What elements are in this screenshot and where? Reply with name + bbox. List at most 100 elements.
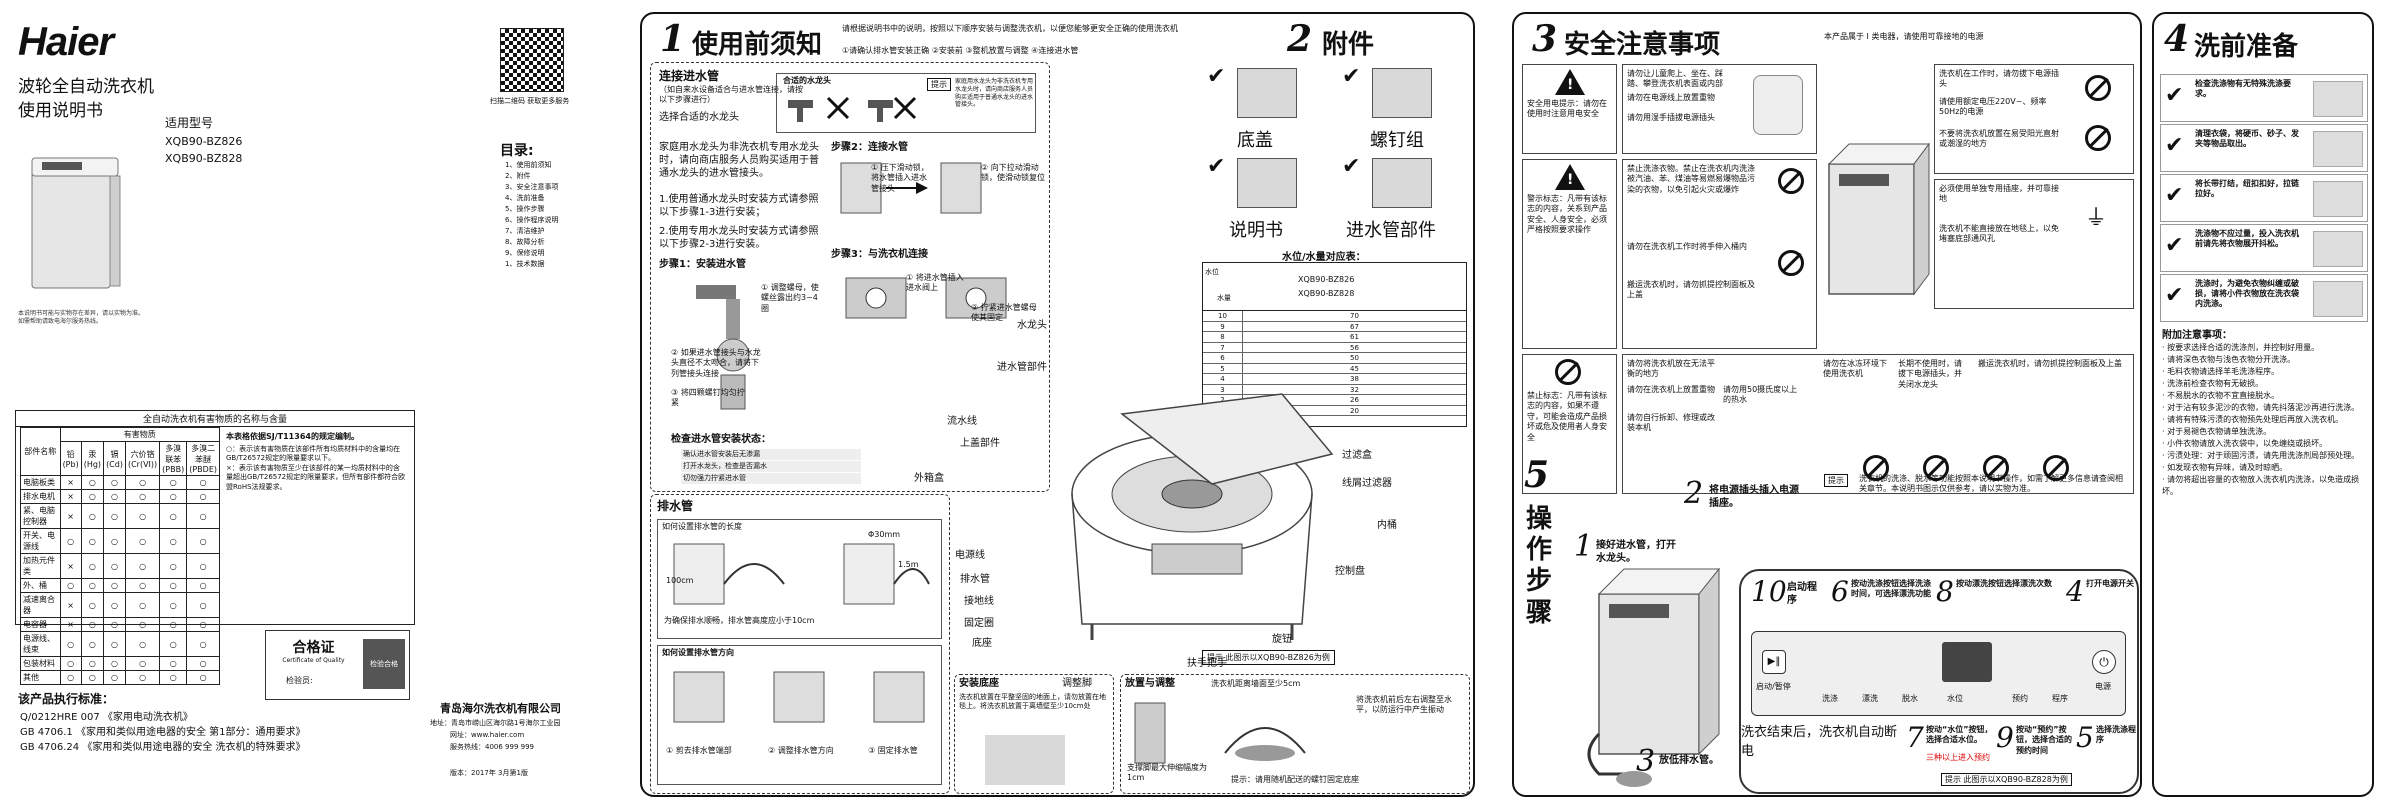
- toc-item[interactable]: 5、操作步骤: [505, 205, 545, 213]
- section4-panel: 4 洗前准备 ✔检查洗涤物有无特殊洗涤要求。✔清理衣袋，将硬币、砂子、发夹等物品…: [2152, 12, 2374, 797]
- hazard-part-cell: 电源线、线束: [20, 631, 61, 657]
- hazard-row: 减速离合器×○○○○○: [20, 592, 220, 618]
- tap-hint: 家庭用水龙头为非洗衣机专用水龙头时，请向商店服务人员购买适用于普通水龙头的进水管…: [955, 78, 1034, 109]
- check-title: 检查进水管安装状态：: [671, 434, 771, 445]
- extra-item: · 请将有特殊污渍的衣物预先处理后再放入洗衣机。: [2162, 415, 2344, 424]
- toc-item[interactable]: 8、故障分析: [505, 238, 545, 246]
- drain-length-box: 如何设置排水管的长度 100cm Φ30mm 1.5m 为确保排水顺畅，排水管高…: [657, 519, 942, 639]
- step2-title: 步骤2：连接水管: [831, 142, 908, 153]
- warning-icon: [1555, 164, 1585, 190]
- hazard-value-cell: ○: [103, 475, 126, 490]
- toc-item[interactable]: 4、洗前准备: [505, 194, 545, 202]
- toc-item[interactable]: 3、安全注意事项: [505, 183, 559, 191]
- panel-label-level[interactable]: 水位: [1947, 694, 1963, 703]
- section1-steps: ①请确认排水管安装正确 ②安装前 ③整机放置与调整 ④连接进水管: [842, 46, 1079, 55]
- qr-code-block[interactable]: [500, 28, 564, 92]
- panel-label-wash[interactable]: 洗涤: [1822, 694, 1838, 703]
- check-icon: ✔: [2165, 83, 2184, 108]
- panel-label-reserve[interactable]: 预约: [2012, 694, 2028, 703]
- label-fix-plate: 固定圈: [964, 618, 994, 629]
- label-outer-box: 外箱盒: [914, 473, 944, 484]
- water-volume-header: 水量: [1217, 294, 1231, 302]
- hazard-header: 六价铬(Cr(VI)): [124, 441, 161, 476]
- step10-text: 启动程序: [1787, 582, 1817, 606]
- hazard-table-frame: 全自动洗衣机有害物质的名称与含量 部件名称 有害物质 铅(Pb) 汞(Hg) 镉…: [15, 410, 415, 685]
- note: 不要将洗衣机放置在易受阳光直射或潮湿的地方: [1939, 129, 2059, 149]
- section3-5-panel: 3 安全注意事项 本产品属于 I 类电器，请使用可靠接地的电源 安全用电提示：请…: [1512, 12, 2142, 797]
- drain-length-illustration: [673, 543, 930, 605]
- section2-title: 附件: [1322, 30, 1375, 60]
- step5-text: 选择洗涤程序: [2096, 725, 2136, 745]
- panel-label-spin[interactable]: 脱水: [1902, 694, 1918, 703]
- hazard-header: 汞(Hg): [80, 441, 105, 476]
- accessory-label: 进水管部件: [1346, 220, 1436, 241]
- water-level-cell: 9: [1203, 321, 1243, 331]
- panel-label-rinse[interactable]: 漂洗: [1862, 694, 1878, 703]
- hazard-value-cell: ○: [159, 592, 188, 618]
- power-button[interactable]: ⏻: [2092, 650, 2116, 674]
- prep-item: ✔洗涤时，为避免衣物纠缠或破损，请将小件衣物放在洗衣袋内洗涤。: [2160, 274, 2368, 322]
- model-note-1: 提示 此图示以XQB90-BZ826为例: [1202, 650, 1335, 665]
- accessory-base: ✔ 底盖: [1207, 64, 1317, 154]
- section3-number: 3: [1532, 18, 1558, 60]
- model-note-text: 此图示以XQB90-BZ828为例: [1963, 775, 2068, 784]
- step1-title: 步骤1：安装进水管: [659, 259, 746, 270]
- hotline-label: 服务热线：: [450, 743, 485, 751]
- install-illustration: [985, 735, 1065, 785]
- toc-item[interactable]: 7、清洁维护: [505, 227, 545, 235]
- section1-2-panel: 1 使用前须知 请根据说明书中的说明，按照以下顺序安装与调整洗衣机，以便您能够更…: [640, 12, 1475, 797]
- hazard-value-cell: ○: [80, 578, 105, 593]
- label-power-cord: 电源线: [955, 550, 985, 561]
- hazard-value-cell: ○: [124, 553, 161, 579]
- water-level-cell: 8: [1203, 332, 1243, 342]
- hazard-value-cell: ×: [59, 553, 82, 579]
- start-pause-button[interactable]: ▶‖: [1762, 650, 1786, 674]
- note: 搬运洗衣机时，请勿抓提控制面板及上盖: [1627, 280, 1755, 300]
- toc-item[interactable]: 1、使用前须知: [505, 161, 552, 169]
- water-volume-cell: 20: [1350, 406, 1359, 415]
- models-label: 适用型号: [165, 116, 214, 130]
- manual-title: 使用说明书: [18, 101, 103, 121]
- hazard-header: 铅(Pb): [59, 441, 82, 476]
- section5-intro: 洗衣机的洗涤、脱水等功能按照本说明书操作，如需了解更多信息请查阅相关章节。本说明…: [1859, 474, 2123, 494]
- prep-item-text: 洗涤物不应过量，投入洗衣机前请先将衣物展开抖松。: [2195, 229, 2299, 248]
- check-icon: ✔: [2165, 133, 2184, 158]
- step6-text: 按动洗涤按钮选择洗涤时间，可选择漂洗功能: [1851, 579, 1931, 599]
- hazard-value-cell: ○: [186, 631, 220, 657]
- step3-illustration: [845, 277, 1007, 319]
- toc-item[interactable]: 9、保修说明: [505, 249, 545, 257]
- check-item: 打开水龙头，检查是否漏水: [681, 461, 861, 472]
- panel-label-program[interactable]: 程序: [2052, 694, 2068, 703]
- step2b: ② 向下拉动滑动锁，使滑动锁复位: [981, 163, 1045, 183]
- tap-box: 合适的水龙头 提示 家庭用水龙头为非洗衣机专用水龙头时，请向商店服务人员购买适用…: [776, 73, 1036, 133]
- accessory-manual-image: [1237, 158, 1297, 208]
- tap-title: 选择合适的水龙头: [659, 112, 739, 123]
- toc-item[interactable]: 2、附件: [505, 172, 531, 180]
- note: 长期不使用时，请拔下电源插头，并关闭水龙头: [1898, 359, 1962, 389]
- extra-item: · 如发现衣物有异味，请及时晾晒。: [2162, 463, 2288, 472]
- toc-item[interactable]: 1、技术数据: [505, 260, 545, 268]
- hazard-value-cell: ○: [80, 631, 105, 657]
- website-value[interactable]: www.haier.com: [471, 731, 525, 739]
- certificate: 合格证 Certificate of Quality 检验员: 检验合格: [265, 630, 410, 700]
- hazard-value-cell: ○: [186, 489, 220, 504]
- extra-item: · 请勿将超出容量的衣物放入洗衣机内洗涤，以免造成损坏。: [2162, 475, 2360, 496]
- hazard-value-cell: ○: [103, 631, 126, 657]
- label-filter-box: 过滤盒: [1342, 450, 1372, 461]
- inlet-box: 连接进水管 （如自来水设备适合与进水管连接，请按以下步骤进行） 选择合适的水龙头…: [650, 62, 1050, 492]
- section3-intro: 本产品属于 I 类电器，请使用可靠接地的电源: [1824, 32, 1984, 41]
- operation-washer-illustration: [1579, 554, 1759, 794]
- hazard-value-cell: ○: [103, 592, 126, 618]
- water-volume-cell: 50: [1350, 354, 1359, 362]
- toc-item[interactable]: 6、操作程序说明: [505, 216, 559, 224]
- company-website[interactable]: 网址：www.haier.com: [450, 730, 524, 740]
- water-level-cell: 10: [1203, 311, 1243, 321]
- hazard-value-cell: ○: [124, 617, 161, 632]
- label-leg: 调整脚: [1062, 678, 1092, 689]
- step3-title: 步骤3：与洗衣机连接: [831, 249, 928, 260]
- hazard-row: 电容器×○○○○○: [20, 617, 220, 632]
- extra-item: · 洗涤前检查衣物有无破损。: [2162, 379, 2264, 388]
- label-ground: 接地线: [964, 596, 994, 607]
